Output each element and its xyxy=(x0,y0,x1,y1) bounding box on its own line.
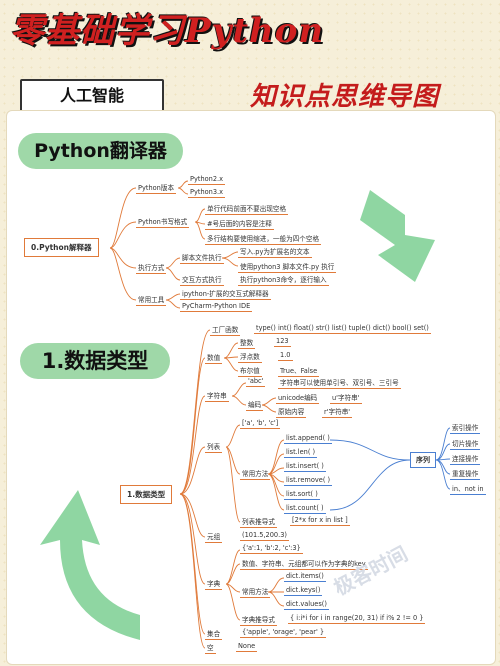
node-tools-item: ipython-扩展的交互式解释器 xyxy=(180,290,271,300)
arrow-curve-icon xyxy=(40,490,140,640)
node-dict: 字典 xyxy=(205,580,223,590)
node-dict-methods: 常用方法 xyxy=(240,588,271,598)
node-bool-value: True、False xyxy=(278,367,320,377)
node-none-value: None xyxy=(236,642,258,652)
node-list-example: ['a', 'b', 'c'] xyxy=(240,419,281,429)
node-unicode-value: u'字符串' xyxy=(330,394,362,404)
node-exec-interactive-item: 执行python3命令，逐行输入 xyxy=(238,276,329,286)
node-list-method: list.len( ) xyxy=(284,448,318,458)
node-sequence-item: 索引操作 xyxy=(450,424,481,434)
node-dict-method: dict.items() xyxy=(284,572,326,582)
node-version-item: Python3.x xyxy=(188,188,226,198)
node-sequence-item: 切片操作 xyxy=(450,440,481,450)
node-sequence-item: 重复操作 xyxy=(450,470,481,480)
node-writing: Python书写格式 xyxy=(136,218,190,228)
node-exec: 执行方式 xyxy=(136,264,167,274)
node-unicode: unicode编码 xyxy=(276,394,320,404)
section-pill-datatypes: 1.数据类型 xyxy=(20,343,170,379)
node-float-value: 1.0 xyxy=(278,351,293,361)
node-float: 浮点数 xyxy=(238,353,262,363)
node-set: 集合 xyxy=(205,630,223,640)
node-raw: 原始内容 xyxy=(276,408,307,418)
node-dict-example: {'a':1, 'b':2, 'c':3} xyxy=(240,544,303,554)
node-factory-text: type() int() float() str() list() tuple(… xyxy=(254,324,431,334)
node-datatypes-root: 1.数据类型 xyxy=(120,485,173,504)
node-list: 列表 xyxy=(205,443,223,453)
node-exec-interactive: 交互方式执行 xyxy=(180,276,224,286)
node-exec-script-item: 使用python3 脚本文件.py 执行 xyxy=(238,263,337,273)
node-sequence-item: in、not in xyxy=(450,485,486,495)
node-list-method: list.count( ) xyxy=(284,504,326,514)
node-list-method: list.remove( ) xyxy=(284,476,333,486)
node-none: 空 xyxy=(205,644,216,654)
node-dict-comp-value: { i:i*i for i in range(20, 31) if i% 2 !… xyxy=(288,614,426,624)
node-list-method: list.sort( ) xyxy=(284,490,320,500)
node-string-desc: 字符串可以使用单引号、双引号、三引号 xyxy=(278,379,401,389)
page-title: 零基础学习Python xyxy=(10,11,325,51)
node-dict-method: dict.keys() xyxy=(284,586,323,596)
mindmap-label: 知识点思维导图 xyxy=(250,82,440,112)
node-list-method: list.append( ) xyxy=(284,434,332,444)
node-tools: 常用工具 xyxy=(136,296,167,306)
section-pill-interpreter: Python翻译器 xyxy=(18,133,183,169)
node-number: 数值 xyxy=(205,354,223,364)
node-interpreter-root: 0.Python解释器 xyxy=(24,238,99,257)
node-writing-item: #号后面的内容是注释 xyxy=(205,220,274,230)
node-tools-item: PyCharm-Python IDE xyxy=(180,302,253,312)
node-list-methods: 常用方法 xyxy=(240,470,271,480)
node-sequence-item: 连接操作 xyxy=(450,455,481,465)
arrow-down-icon xyxy=(360,190,435,282)
node-tuple-example: (101.5,200.3) xyxy=(240,531,289,541)
node-string-abc: 'abc' xyxy=(246,377,266,387)
node-exec-script-item: 写入.py为扩展名的文本 xyxy=(238,248,312,258)
node-int: 整数 xyxy=(238,339,256,349)
node-int-value: 123 xyxy=(274,337,291,347)
node-writing-item: 多行结构要使用缩进，一般为四个空格 xyxy=(205,235,322,245)
node-writing-item: 单行代码前面不要出现空格 xyxy=(205,205,289,215)
node-version-item: Python2.x xyxy=(188,175,226,185)
node-set-example: {'apple', 'orage', 'pear' } xyxy=(240,628,327,638)
node-dict-comp: 字典推导式 xyxy=(240,616,277,626)
node-dict-key: 数值、字符串、元组都可以作为字典的key xyxy=(240,560,368,570)
node-tuple: 元组 xyxy=(205,533,223,543)
node-string: 字符串 xyxy=(205,392,229,402)
node-encoding: 编码 xyxy=(246,401,264,411)
node-sequence: 序列 xyxy=(410,452,436,468)
node-list-method: list.insert( ) xyxy=(284,462,326,472)
node-version: Python版本 xyxy=(136,184,177,194)
node-raw-value: r'字符串' xyxy=(322,408,353,418)
node-list-comp: 列表推导式 xyxy=(240,518,277,528)
node-list-comp-value: [2*x for x in list ] xyxy=(290,516,350,526)
node-exec-script: 脚本文件执行 xyxy=(180,254,224,264)
node-dict-method: dict.values() xyxy=(284,600,329,610)
node-factory: 工厂函数 xyxy=(210,326,241,336)
node-bool: 布尔值 xyxy=(238,367,262,377)
